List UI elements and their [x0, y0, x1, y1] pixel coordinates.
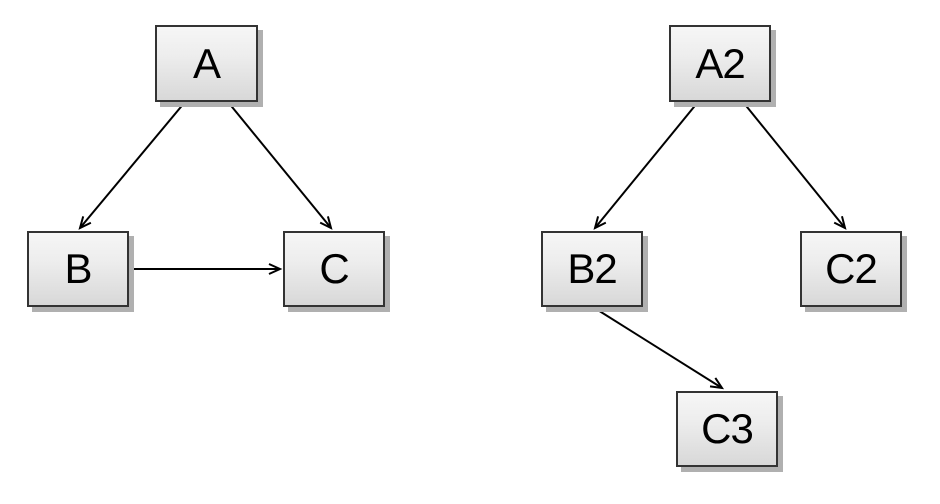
edge-A-B: [78, 101, 186, 230]
node-B[interactable]: B: [27, 231, 129, 307]
node-C2[interactable]: C2: [800, 231, 902, 307]
edge-B2-C3: [592, 306, 725, 390]
node-C3[interactable]: C3: [676, 391, 778, 467]
edge-A-C: [227, 101, 333, 230]
node-A2-label: A2: [695, 39, 745, 87]
edge-A2-C2: [742, 101, 847, 230]
node-C-label: C: [319, 245, 349, 292]
node-A-label: A: [192, 39, 221, 87]
node-C3-label: C3: [701, 405, 754, 452]
node-C[interactable]: C: [283, 231, 385, 307]
node-B2-label: B2: [567, 245, 617, 292]
node-A[interactable]: A: [155, 25, 258, 102]
node-B2[interactable]: B2: [541, 231, 643, 307]
node-B-label: B: [64, 245, 92, 292]
edge-A2-B2: [593, 101, 699, 230]
node-A2[interactable]: A2: [669, 25, 771, 102]
node-C2-label: C2: [825, 245, 878, 292]
